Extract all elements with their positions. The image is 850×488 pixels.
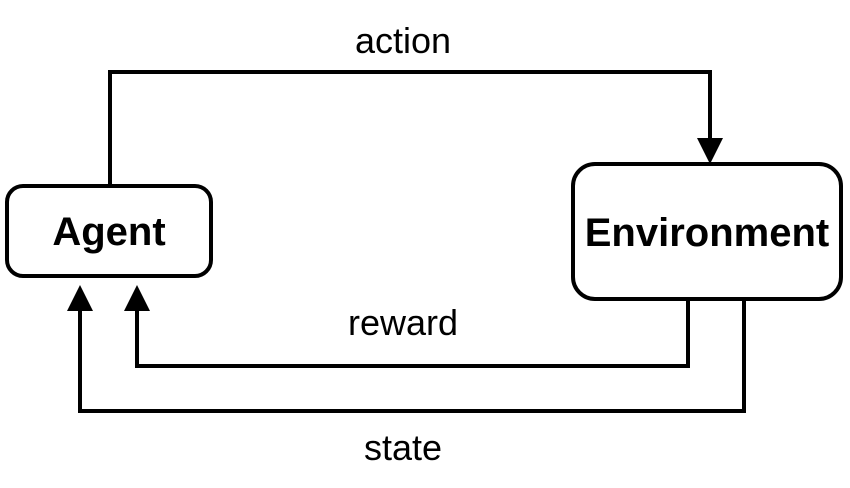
environment-label: Environment — [585, 211, 829, 255]
agent-label: Agent — [52, 210, 165, 254]
reward-edge: reward — [124, 285, 690, 368]
environment-node: Environment — [571, 162, 843, 301]
reward-label: reward — [348, 302, 458, 343]
state-arrowhead — [67, 285, 93, 311]
agent-box — [5, 184, 213, 278]
action-edge-line — [108, 70, 712, 185]
reward-arrowhead — [124, 285, 150, 311]
action-arrowhead — [697, 138, 723, 164]
action-label: action — [355, 20, 451, 61]
agent-node: Agent — [5, 184, 213, 278]
state-edge-line — [78, 300, 746, 413]
reward-edge-line — [135, 300, 690, 368]
action-edge: action — [108, 20, 723, 185]
state-label: state — [364, 427, 442, 468]
environment-box — [571, 162, 843, 301]
state-edge: state — [67, 285, 746, 468]
